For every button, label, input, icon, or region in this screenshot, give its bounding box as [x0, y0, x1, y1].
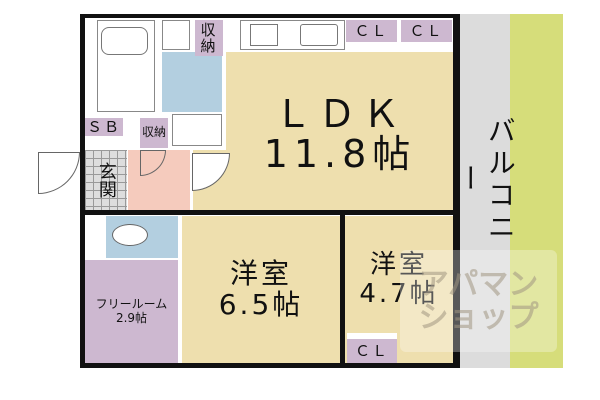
garden-strip	[510, 14, 563, 368]
western-room-2-size: 4.7帖	[359, 279, 439, 309]
storage-2: 収納	[140, 118, 168, 148]
closet-kitchen-2: ＣＬ	[401, 20, 452, 42]
balcony	[457, 14, 510, 368]
bathroom	[97, 20, 155, 112]
washbasin-icon	[172, 114, 222, 146]
entrance-door[interactable]	[38, 152, 80, 194]
closet-kitchen-1: ＣＬ	[346, 20, 397, 42]
washroom	[162, 52, 222, 112]
stove-icon	[250, 24, 278, 46]
shoe-box: ＳＢ	[85, 117, 123, 136]
free-room-name: フリールーム	[95, 297, 168, 312]
ldk-name: ＬＤＫ	[273, 92, 406, 137]
western-room-1-name: 洋室	[229, 256, 292, 290]
bathtub-icon	[101, 27, 148, 55]
interior-wall	[85, 210, 453, 215]
ldk-size: 11.8帖	[263, 132, 417, 176]
western-room-1-size: 6.5帖	[218, 287, 304, 321]
watermark-logo: アパマンショップ	[400, 250, 557, 352]
sink-icon	[300, 24, 338, 46]
balcony-label: バルコニー	[453, 116, 517, 244]
western-room-2-name: 洋室	[369, 250, 428, 281]
ldk-room	[226, 52, 453, 210]
entrance: 玄関	[85, 150, 127, 210]
free-room-size: 2.9帖	[115, 310, 148, 325]
toilet-icon	[112, 224, 148, 246]
closet-western-2: ＣＬ	[347, 333, 397, 363]
partition-wall	[340, 215, 345, 365]
storage-1: 収 納	[195, 20, 223, 56]
washing-machine-icon	[162, 20, 190, 50]
